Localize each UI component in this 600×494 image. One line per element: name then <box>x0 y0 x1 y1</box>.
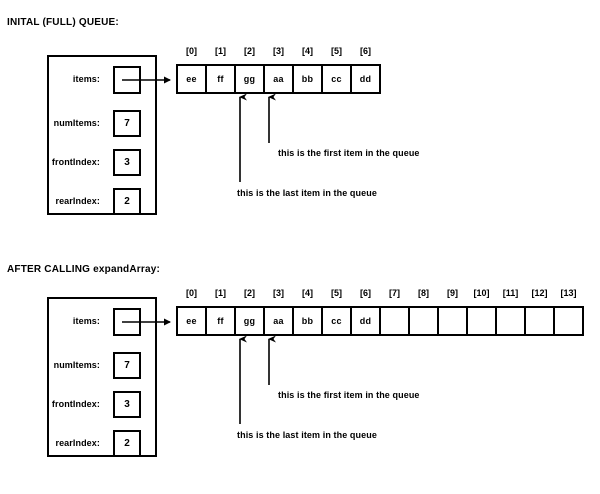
field-label-rearindex-expanded: rearIndex: <box>55 438 100 448</box>
field-value-frontindex-initial: 3 <box>113 149 141 176</box>
section-heading-initial: INITAL (FULL) QUEUE: <box>7 17 119 28</box>
array-cell: bb <box>292 64 323 94</box>
field-value-items-initial <box>113 66 141 94</box>
field-label-items-expanded: items: <box>72 316 100 326</box>
array-index-label: [6] <box>360 46 371 56</box>
array-cell <box>495 306 526 336</box>
array-index-label: [4] <box>302 288 313 298</box>
field-label-rearindex-initial: rearIndex: <box>55 196 100 206</box>
array-cell <box>437 306 468 336</box>
annotation-last-item-expanded: this is the last item in the queue <box>237 430 377 440</box>
field-value-numitems-initial: 7 <box>113 110 141 137</box>
array-index-label: [8] <box>418 288 429 298</box>
array-index-label: [9] <box>447 288 458 298</box>
array-cell: dd <box>350 306 381 336</box>
array-cell <box>379 306 410 336</box>
field-label-numitems-expanded: numItems: <box>53 360 100 370</box>
array-index-label: [1] <box>215 288 226 298</box>
array-index-label: [2] <box>244 46 255 56</box>
annotation-last-item-initial: this is the last item in the queue <box>237 188 377 198</box>
array-cell: ff <box>205 64 236 94</box>
array-index-label: [2] <box>244 288 255 298</box>
array-cell <box>553 306 584 336</box>
field-value-frontindex-expanded: 3 <box>113 391 141 418</box>
array-cell: aa <box>263 306 294 336</box>
array-index-label: [11] <box>502 288 519 298</box>
array-cell <box>466 306 497 336</box>
array-index-label: [1] <box>215 46 226 56</box>
array-cell: gg <box>234 64 265 94</box>
array-index-label: [3] <box>273 46 284 56</box>
field-value-rearindex-expanded: 2 <box>113 430 141 457</box>
array-cell <box>408 306 439 336</box>
field-label-frontindex-initial: frontIndex: <box>51 157 100 167</box>
array-index-label: [6] <box>360 288 371 298</box>
field-value-items-expanded <box>113 308 141 336</box>
array-cell: cc <box>321 306 352 336</box>
array-cell <box>524 306 555 336</box>
field-label-numitems-initial: numItems: <box>53 118 100 128</box>
array-index-label: [10] <box>473 288 490 298</box>
annotation-first-item-expanded: this is the first item in the queue <box>278 390 420 400</box>
array-cell: dd <box>350 64 381 94</box>
array-index-label: [5] <box>331 288 342 298</box>
field-value-numitems-expanded: 7 <box>113 352 141 379</box>
array-index-label: [3] <box>273 288 284 298</box>
array-index-label: [0] <box>186 46 197 56</box>
array-cell: bb <box>292 306 323 336</box>
array-index-label: [4] <box>302 46 313 56</box>
array-cell: ee <box>176 306 207 336</box>
array-index-label: [12] <box>531 288 548 298</box>
array-cell: gg <box>234 306 265 336</box>
array-index-label: [5] <box>331 46 342 56</box>
array-index-label: [13] <box>560 288 577 298</box>
array-cell: cc <box>321 64 352 94</box>
annotation-first-item-initial: this is the first item in the queue <box>278 148 420 158</box>
section-heading-expanded: AFTER CALLING expandArray: <box>7 264 160 275</box>
array-index-label: [0] <box>186 288 197 298</box>
array-index-label: [7] <box>389 288 400 298</box>
array-cell: ee <box>176 64 207 94</box>
array-cell: ff <box>205 306 236 336</box>
array-cell: aa <box>263 64 294 94</box>
field-value-rearindex-initial: 2 <box>113 188 141 215</box>
field-label-items-initial: items: <box>72 74 100 84</box>
field-label-frontindex-expanded: frontIndex: <box>51 399 100 409</box>
